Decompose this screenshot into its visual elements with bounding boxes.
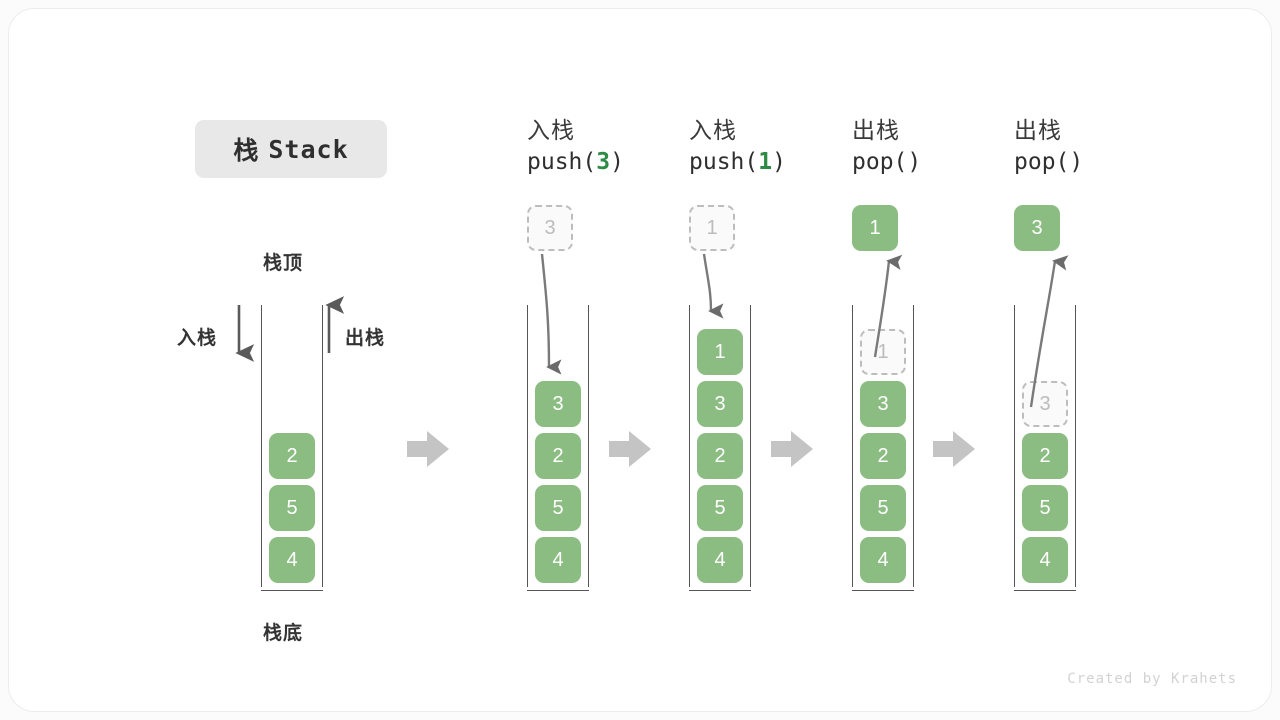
code-arg: 3	[596, 149, 611, 175]
op-label-cn: 入栈	[527, 117, 575, 143]
stack-element: 4	[269, 537, 315, 583]
code-arg: 1	[758, 149, 773, 175]
stack-element: 1	[697, 329, 743, 375]
op-label-cn: 入栈	[689, 117, 737, 143]
stack-floor	[527, 590, 589, 591]
vacated-slot: 3	[1022, 381, 1068, 427]
op-label-code: push(3)	[527, 145, 717, 179]
stack-container-pop-1: 1 3 2 5 4	[852, 305, 914, 591]
stack-wall-right	[750, 305, 751, 587]
title-en: Stack	[268, 134, 349, 164]
step-arrow	[609, 431, 651, 467]
title-cn: 栈	[233, 137, 260, 165]
stack-container-push-3: 3 2 5 4	[527, 305, 589, 591]
stack-container-push-1: 1 3 2 5 4	[689, 305, 751, 591]
stack-floor	[852, 590, 914, 591]
op-label-code: pop()	[852, 145, 1042, 179]
stack-element: 2	[535, 433, 581, 479]
stack-element: 4	[860, 537, 906, 583]
stack-floor	[689, 590, 751, 591]
stack-element: 2	[697, 433, 743, 479]
label-stack-top: 栈顶	[263, 253, 304, 274]
label-push-side: 入栈	[177, 328, 218, 349]
op-caption-pop-3: 出栈 pop()	[1014, 115, 1204, 179]
stack-floor	[1014, 590, 1076, 591]
stack-element: 5	[535, 485, 581, 531]
op-caption-push-1: 入栈 push(1)	[689, 115, 879, 179]
stack-element: 5	[1022, 485, 1068, 531]
diagram-card: 栈 Stack 入栈 push(3) 入栈 push(1) 出栈 pop() 出…	[8, 8, 1272, 712]
stack-element: 3	[697, 381, 743, 427]
stack-wall-right	[1075, 305, 1076, 587]
op-label-code: pop()	[1014, 145, 1204, 179]
label-stack-bottom: 栈底	[263, 623, 304, 644]
stack-element: 5	[697, 485, 743, 531]
stack-wall-right	[322, 305, 323, 587]
push-1-motion-arrow	[702, 253, 724, 319]
incoming-element-1: 1	[689, 205, 735, 251]
stack-element: 2	[269, 433, 315, 479]
stack-wall-left	[689, 305, 690, 587]
incoming-element-3: 3	[527, 205, 573, 251]
stack-container-pop-3: 3 2 5 4	[1014, 305, 1076, 591]
op-label-cn: 出栈	[1014, 117, 1062, 143]
stack-element: 5	[860, 485, 906, 531]
stack-element: 4	[697, 537, 743, 583]
stack-wall-left	[852, 305, 853, 587]
popped-element-1: 1	[852, 205, 898, 251]
stack-element: 3	[860, 381, 906, 427]
popped-element-3: 3	[1014, 205, 1060, 251]
stack-element: 3	[535, 381, 581, 427]
stack-wall-right	[913, 305, 914, 587]
op-caption-pop-1: 出栈 pop()	[852, 115, 1042, 179]
stack-element: 5	[269, 485, 315, 531]
code-prefix: pop(	[852, 149, 908, 175]
stack-floor	[261, 590, 323, 591]
watermark: Created by Krahets	[1067, 671, 1237, 687]
code-prefix: pop(	[1014, 149, 1070, 175]
op-caption-push-3: 入栈 push(3)	[527, 115, 717, 179]
stack-wall-left	[261, 305, 262, 587]
code-suffix: )	[610, 149, 624, 175]
code-suffix: )	[907, 149, 922, 175]
op-label-code: push(1)	[689, 145, 879, 179]
code-prefix: push(	[527, 149, 597, 175]
step-arrow	[771, 431, 813, 467]
stack-wall-left	[1014, 305, 1015, 587]
stack-container-initial: 2 5 4	[261, 305, 323, 591]
diagram-title: 栈 Stack	[195, 120, 387, 178]
vacated-slot: 1	[860, 329, 906, 375]
code-prefix: push(	[689, 149, 759, 175]
stack-element: 2	[1022, 433, 1068, 479]
op-label-cn: 出栈	[852, 117, 900, 143]
code-suffix: )	[772, 149, 786, 175]
step-arrow	[407, 431, 449, 467]
stack-element: 2	[860, 433, 906, 479]
code-suffix: )	[1069, 149, 1084, 175]
step-arrow	[933, 431, 975, 467]
stack-wall-left	[527, 305, 528, 587]
stack-wall-right	[588, 305, 589, 587]
stack-element: 4	[1022, 537, 1068, 583]
stack-element: 4	[535, 537, 581, 583]
label-pop-side: 出栈	[345, 328, 386, 349]
